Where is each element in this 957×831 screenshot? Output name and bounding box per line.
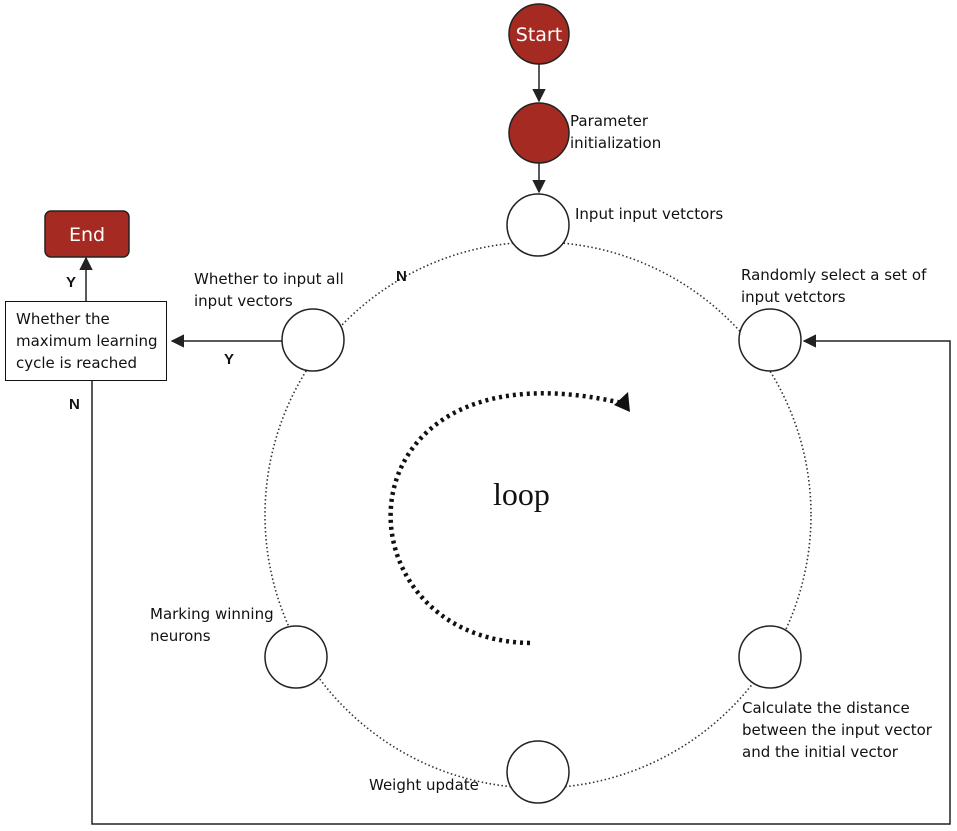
input-vectors-node — [506, 193, 570, 257]
start-terminal — [508, 3, 570, 65]
calc-distance-node — [738, 625, 802, 689]
weight-update-label: Weight update — [369, 776, 479, 794]
max-cycle-decision-box: Whether the maximum learning cycle is re… — [5, 301, 167, 381]
marking-winning-node — [264, 625, 328, 689]
start-label: Start — [516, 24, 562, 46]
loop-label: loop — [493, 476, 550, 512]
marking-winning-label: Marking winning neurons — [150, 605, 274, 645]
weight-update-node — [506, 740, 570, 804]
loop-ring — [264, 241, 812, 789]
parameter-init-node — [508, 102, 570, 164]
end-terminal — [44, 210, 130, 258]
edge-label-n-decision: N — [69, 396, 80, 413]
edge-label-y-end: Y — [66, 274, 77, 291]
end-label: End — [69, 224, 105, 246]
loop-arrow-head — [614, 392, 630, 412]
whether-input-all-label: Whether to input all input vectors — [194, 270, 344, 310]
random-select-node — [738, 308, 802, 372]
calc-distance-label: Calculate the distance between the input… — [742, 699, 932, 761]
whether-input-all-node — [281, 308, 345, 372]
parameter-init-label: Parameter initialization — [570, 112, 662, 152]
edge-label-n-loop: N — [396, 268, 407, 285]
edge-label-y-decision: Y — [224, 351, 235, 368]
edge-decision-loop-back — [91, 334, 951, 825]
max-cycle-decision-text: Whether the maximum learning cycle is re… — [16, 310, 158, 372]
input-vectors-label: Input input vetctors — [575, 205, 724, 223]
random-select-label: Randomly select a set of input vetctors — [741, 266, 927, 306]
loop-arrow — [388, 391, 631, 646]
